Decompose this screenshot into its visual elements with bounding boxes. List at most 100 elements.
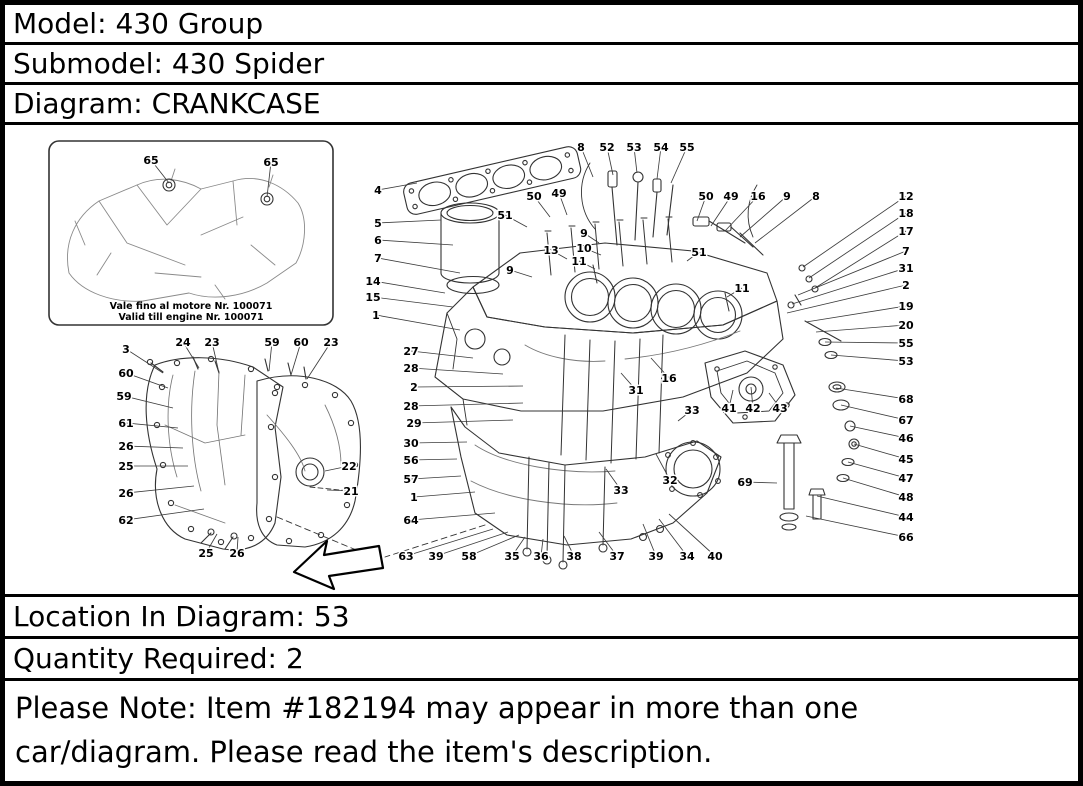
quantity-row: Quantity Required: 2 bbox=[5, 639, 1078, 681]
inset-note-line1: Vale fino al motore Nr. 100071 bbox=[109, 301, 273, 312]
callout-label-30: 30 bbox=[403, 437, 419, 450]
callout-label-60: 60 bbox=[293, 336, 309, 349]
head-gasket-sketch bbox=[403, 146, 582, 215]
callout-label-8: 8 bbox=[812, 190, 820, 203]
callout-label-57: 57 bbox=[403, 473, 418, 486]
callout-label-16: 16 bbox=[750, 190, 766, 203]
callout-label-15: 15 bbox=[365, 291, 380, 304]
callout-label-22: 22 bbox=[341, 460, 356, 473]
callout-label-49: 49 bbox=[551, 187, 566, 200]
callout-label-51: 51 bbox=[691, 246, 706, 259]
callout-label-42: 42 bbox=[745, 402, 760, 415]
callout-label-58: 58 bbox=[461, 550, 476, 563]
diagram-name-row: Diagram: CRANKCASE bbox=[5, 85, 1078, 125]
direction-arrow bbox=[292, 539, 385, 591]
callout-label-25: 25 bbox=[118, 460, 133, 473]
callout-label-28: 28 bbox=[403, 362, 418, 375]
callout-label-9: 9 bbox=[783, 190, 791, 203]
callout-label-25: 25 bbox=[198, 547, 213, 560]
submodel-label: Submodel: bbox=[13, 47, 163, 80]
callout-label-31: 31 bbox=[898, 262, 913, 275]
callout-label-45: 45 bbox=[898, 453, 913, 466]
callout-label-47: 47 bbox=[898, 472, 913, 485]
callout-label-19: 19 bbox=[898, 300, 913, 313]
callout-label-53: 53 bbox=[626, 141, 641, 154]
callout-label-59: 59 bbox=[264, 336, 279, 349]
crankcase-illustration bbox=[48, 140, 860, 591]
callout-label-49: 49 bbox=[723, 190, 738, 203]
callout-label-3: 3 bbox=[122, 343, 130, 356]
callout-label-48: 48 bbox=[898, 491, 913, 504]
callout-label-26: 26 bbox=[118, 440, 134, 453]
callout-label-50: 50 bbox=[526, 190, 542, 203]
callout-label-5: 5 bbox=[374, 217, 382, 230]
callout-label-11: 11 bbox=[571, 255, 586, 268]
callout-label-39: 39 bbox=[428, 550, 443, 563]
callout-label-40: 40 bbox=[707, 550, 723, 563]
callout-label-20: 20 bbox=[898, 319, 914, 332]
callout-label-2: 2 bbox=[410, 381, 418, 394]
callout-label-36: 36 bbox=[533, 550, 549, 563]
callout-label-9: 9 bbox=[580, 227, 588, 240]
callout-label-4: 4 bbox=[374, 184, 382, 197]
location-value: 53 bbox=[313, 600, 350, 633]
callout-label-52: 52 bbox=[599, 141, 614, 154]
callout-label-1: 1 bbox=[372, 309, 380, 322]
inset-engine-note: Vale fino al motore Nr. 100071 Valid til… bbox=[49, 301, 333, 323]
diagram-value: CRANKCASE bbox=[151, 87, 321, 120]
callout-label-64: 64 bbox=[403, 514, 419, 527]
callout-label-9: 9 bbox=[506, 264, 514, 277]
callout-label-28: 28 bbox=[403, 400, 418, 413]
callout-label-43: 43 bbox=[772, 402, 787, 415]
callout-label-7: 7 bbox=[902, 245, 910, 258]
callout-label-26: 26 bbox=[118, 487, 134, 500]
callout-label-35: 35 bbox=[504, 550, 519, 563]
callout-label-14: 14 bbox=[365, 275, 381, 288]
callout-label-56: 56 bbox=[403, 454, 419, 467]
location-row: Location In Diagram: 53 bbox=[5, 597, 1078, 639]
note-row: Please Note: Item #182194 may appear in … bbox=[5, 681, 1078, 781]
callout-label-2: 2 bbox=[902, 279, 910, 292]
callout-label-59: 59 bbox=[116, 390, 131, 403]
submodel-row: Submodel: 430 Spider bbox=[5, 45, 1078, 85]
callout-label-55: 55 bbox=[898, 337, 913, 350]
callout-label-33: 33 bbox=[613, 484, 628, 497]
callout-label-21: 21 bbox=[343, 485, 358, 498]
callout-label-39: 39 bbox=[648, 550, 663, 563]
callout-label-23: 23 bbox=[204, 336, 219, 349]
callout-label-53: 53 bbox=[898, 355, 913, 368]
callout-label-61: 61 bbox=[118, 417, 133, 430]
callout-label-63: 63 bbox=[398, 550, 413, 563]
callout-label-17: 17 bbox=[898, 225, 913, 238]
callout-label-16: 16 bbox=[661, 372, 677, 385]
callout-label-50: 50 bbox=[698, 190, 714, 203]
cylinder-sleeve-sketch bbox=[440, 202, 500, 295]
quantity-value: 2 bbox=[285, 642, 304, 675]
diagram-label: Diagram: bbox=[13, 87, 143, 120]
model-row: Model: 430 Group bbox=[5, 5, 1078, 45]
timing-cover-sketch bbox=[145, 355, 374, 558]
callout-label-68: 68 bbox=[898, 393, 913, 406]
location-label: Location In Diagram: bbox=[13, 600, 305, 633]
callout-label-8: 8 bbox=[577, 141, 585, 154]
quantity-label: Quantity Required: bbox=[13, 642, 277, 675]
callout-label-33: 33 bbox=[684, 404, 699, 417]
callout-label-44: 44 bbox=[898, 511, 914, 524]
callout-label-51: 51 bbox=[497, 209, 512, 222]
fasteners-column-sketch bbox=[787, 264, 860, 520]
callout-label-38: 38 bbox=[566, 550, 581, 563]
callout-label-65: 65 bbox=[143, 154, 158, 167]
note-text: Please Note: Item #182194 may appear in … bbox=[15, 691, 859, 770]
callout-label-13: 13 bbox=[543, 244, 558, 257]
sensors-sketch bbox=[581, 162, 764, 256]
inset-note-line2: Valid till engine Nr. 100071 bbox=[118, 312, 264, 323]
callout-label-6: 6 bbox=[374, 234, 382, 247]
lower-crankcase-sketch bbox=[384, 406, 722, 570]
callout-label-34: 34 bbox=[679, 550, 695, 563]
callout-label-18: 18 bbox=[898, 207, 913, 220]
callout-label-12: 12 bbox=[898, 190, 913, 203]
callout-label-62: 62 bbox=[118, 514, 133, 527]
callout-label-69: 69 bbox=[737, 476, 752, 489]
callout-label-24: 24 bbox=[175, 336, 191, 349]
